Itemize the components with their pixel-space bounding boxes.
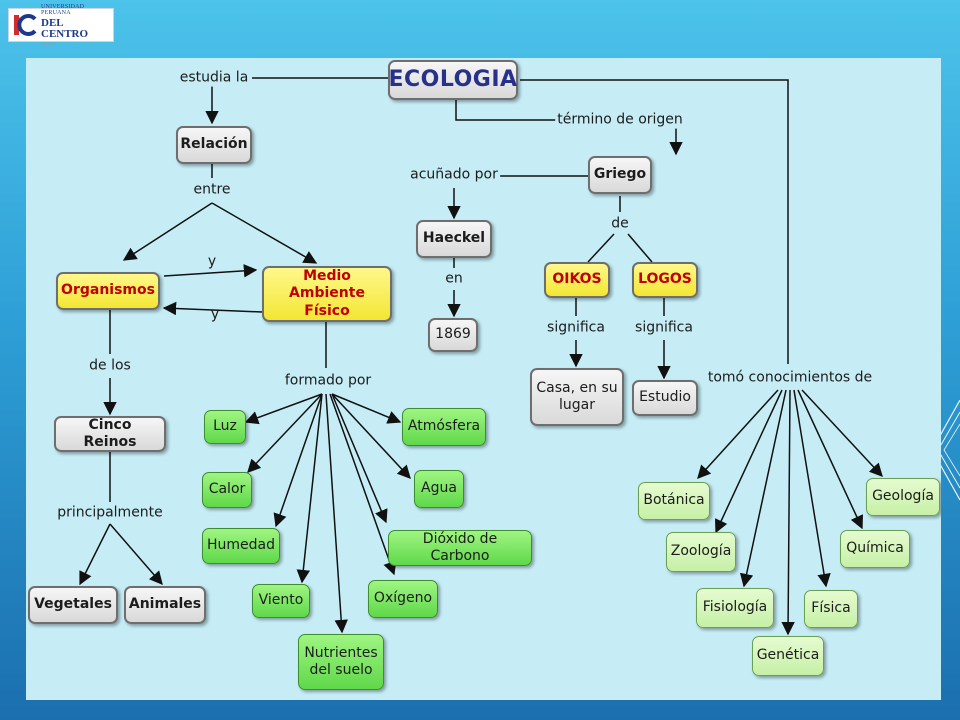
- label-entre: entre: [191, 181, 233, 199]
- label-de: de: [609, 215, 631, 233]
- label-significa-oikos: significa: [545, 319, 607, 337]
- node-estudio: Estudio: [632, 380, 698, 416]
- label-estudia-la: estudia la: [177, 69, 251, 87]
- university-logo: UNIVERSIDAD PERUANA DEL CENTRO UPeCEN: [8, 4, 114, 46]
- node-cinco-reinos: Cinco Reinos: [54, 416, 166, 452]
- node-botanica: Botánica: [638, 482, 710, 520]
- label-en: en: [443, 270, 465, 288]
- label-principalmente: principalmente: [55, 504, 165, 522]
- node-oikos: OIKOS: [544, 262, 610, 298]
- label-acunado-por: acuñado por: [408, 166, 500, 184]
- node-animales: Animales: [124, 586, 206, 624]
- node-casa-en-su-lugar: Casa, en su lugar: [530, 368, 624, 426]
- label-de-los: de los: [87, 357, 133, 375]
- university-emblem-icon: [13, 13, 37, 37]
- node-agua: Agua: [414, 470, 464, 508]
- node-oxigeno: Oxígeno: [368, 580, 438, 618]
- node-organismos: Organismos: [56, 272, 160, 310]
- logo-small-text: UPeCEN: [41, 41, 56, 46]
- node-calor: Calor: [202, 472, 252, 508]
- node-luz: Luz: [204, 410, 246, 444]
- label-significa-logos: significa: [633, 319, 695, 337]
- concept-map-panel: estudia la entre y y de los principalmen…: [26, 58, 941, 700]
- node-1869: 1869: [428, 318, 478, 352]
- node-atmosfera: Atmósfera: [402, 408, 486, 446]
- node-ecologia: ECOLOGIA: [388, 60, 518, 100]
- concept-map-connectors: [79, 77, 883, 636]
- node-geologia: Geología: [866, 478, 940, 516]
- label-y-top: y: [207, 253, 217, 270]
- logo-main-text: DEL CENTRO: [41, 17, 89, 40]
- node-nutrientes-del-suelo: Nutrientes del suelo: [298, 634, 384, 690]
- node-dioxido-de-carbono: Dióxido de Carbono: [388, 530, 532, 566]
- node-zoologia: Zoología: [666, 532, 736, 572]
- node-genetica: Genética: [752, 636, 824, 676]
- node-quimica: Química: [840, 530, 910, 568]
- node-vegetales: Vegetales: [28, 586, 118, 624]
- node-fisica: Física: [804, 590, 858, 628]
- label-termino-de-origen: término de origen: [555, 111, 685, 129]
- node-humedad: Humedad: [202, 528, 280, 564]
- node-haeckel: Haeckel: [416, 220, 492, 258]
- node-relacion: Relación: [176, 126, 252, 164]
- label-formado-por: formado por: [282, 372, 374, 390]
- node-medio-ambiente-fisico: Medio Ambiente Físico: [262, 266, 392, 322]
- node-logos: LOGOS: [632, 262, 698, 298]
- node-viento: Viento: [252, 584, 310, 618]
- node-griego: Griego: [588, 156, 652, 194]
- node-fisiologia: Fisiología: [696, 588, 774, 628]
- logo-top-text: UNIVERSIDAD PERUANA: [41, 4, 85, 16]
- label-y-bottom: y: [210, 306, 220, 323]
- label-tomo-conocimientos-de: tomó conocimientos de: [705, 369, 875, 387]
